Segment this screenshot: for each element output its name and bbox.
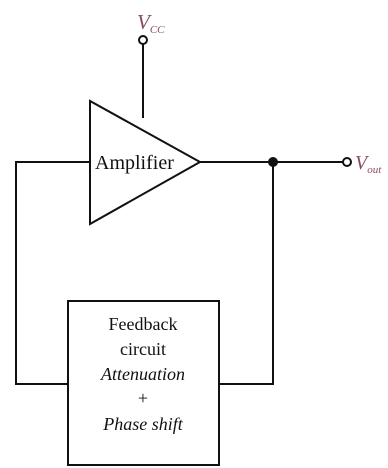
feedback-line-4: + xyxy=(138,388,148,408)
vcc-terminal xyxy=(138,35,148,45)
vout-label: Vout xyxy=(355,152,382,176)
feedback-input-wire xyxy=(15,161,91,385)
vout-terminal xyxy=(342,157,352,167)
feedback-line-1: Feedback xyxy=(109,314,178,334)
feedback-line-5: Phase shift xyxy=(102,414,183,434)
vcc-label: VCC xyxy=(137,10,165,36)
feedback-line-2: circuit xyxy=(120,339,166,359)
feedback-line-3: Attenuation xyxy=(100,364,185,384)
feedback-circuit-box xyxy=(67,300,220,466)
amplifier-label: Amplifier xyxy=(95,152,174,174)
feedback-return-wire xyxy=(218,161,274,385)
